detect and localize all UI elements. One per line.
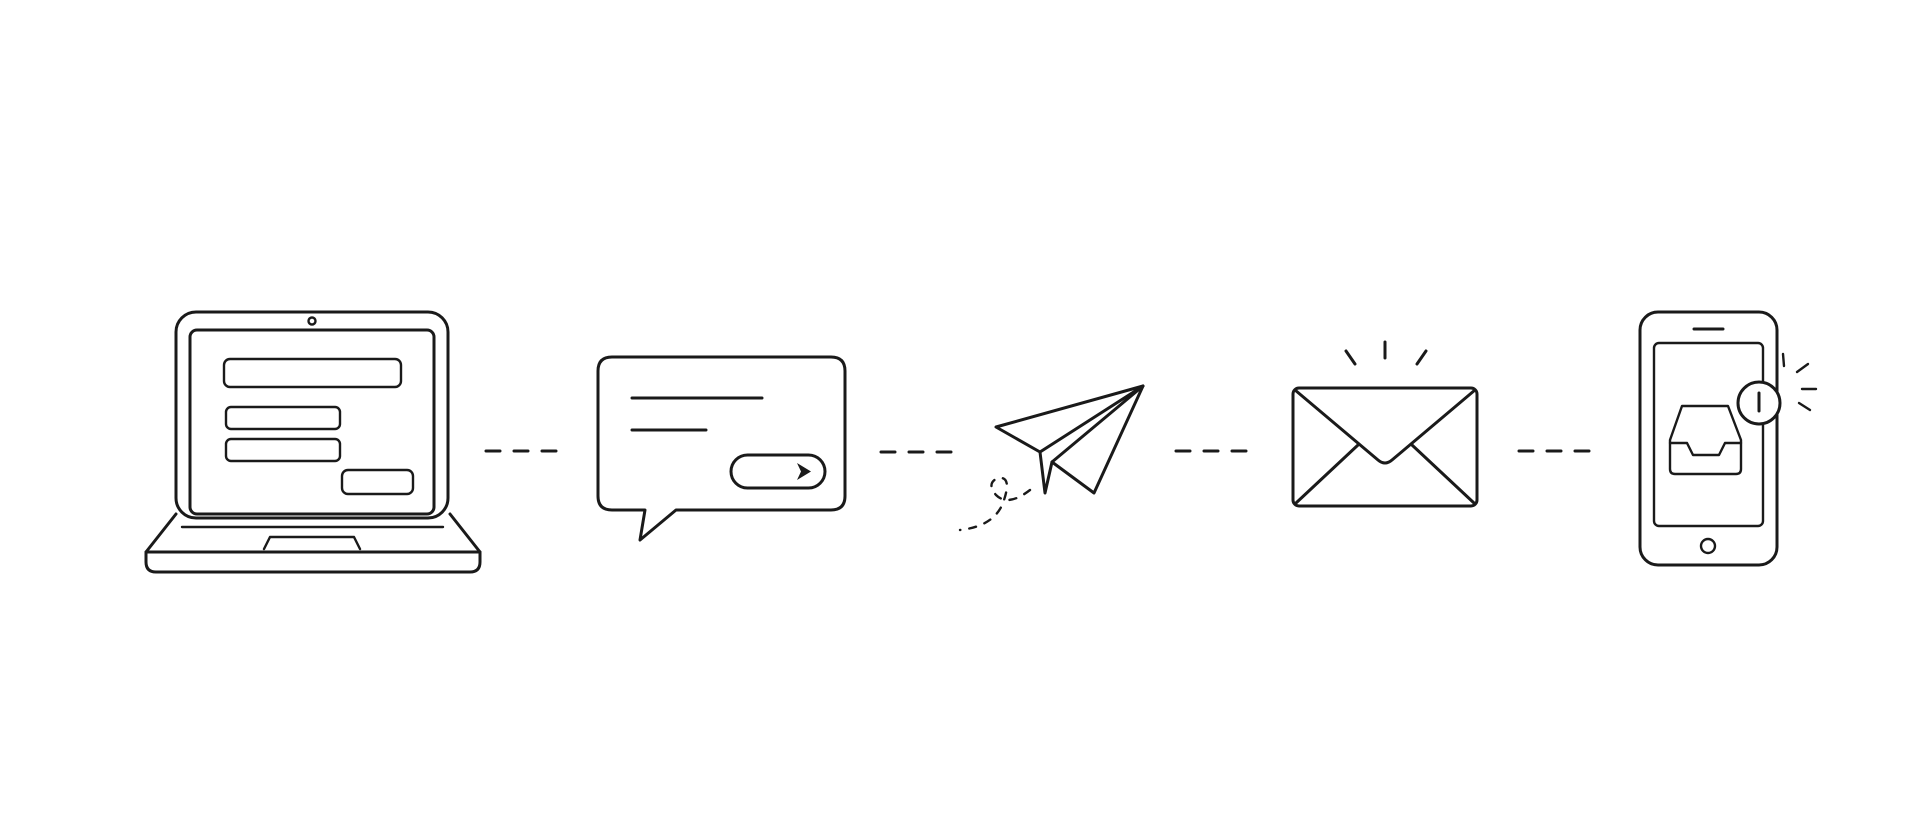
chat-bubble-send-icon <box>596 355 847 542</box>
paper-plane-icon <box>958 384 1145 532</box>
form-field-icon <box>224 405 342 431</box>
vibration-spark-icon <box>1781 352 1818 412</box>
arrow-right-icon <box>797 463 811 480</box>
notification-spark-icon <box>1344 340 1428 366</box>
phone-inbox-notification-icon <box>1638 310 1818 567</box>
form-submit-icon <box>340 468 415 496</box>
form-field-icon <box>224 437 342 463</box>
inbox-tray-icon <box>1668 404 1743 476</box>
form-field-icon <box>222 357 403 389</box>
laptop-form-icon <box>144 310 482 574</box>
notification-badge-icon <box>1736 380 1782 426</box>
envelope-icon <box>1291 340 1479 508</box>
send-button-icon <box>729 453 827 490</box>
